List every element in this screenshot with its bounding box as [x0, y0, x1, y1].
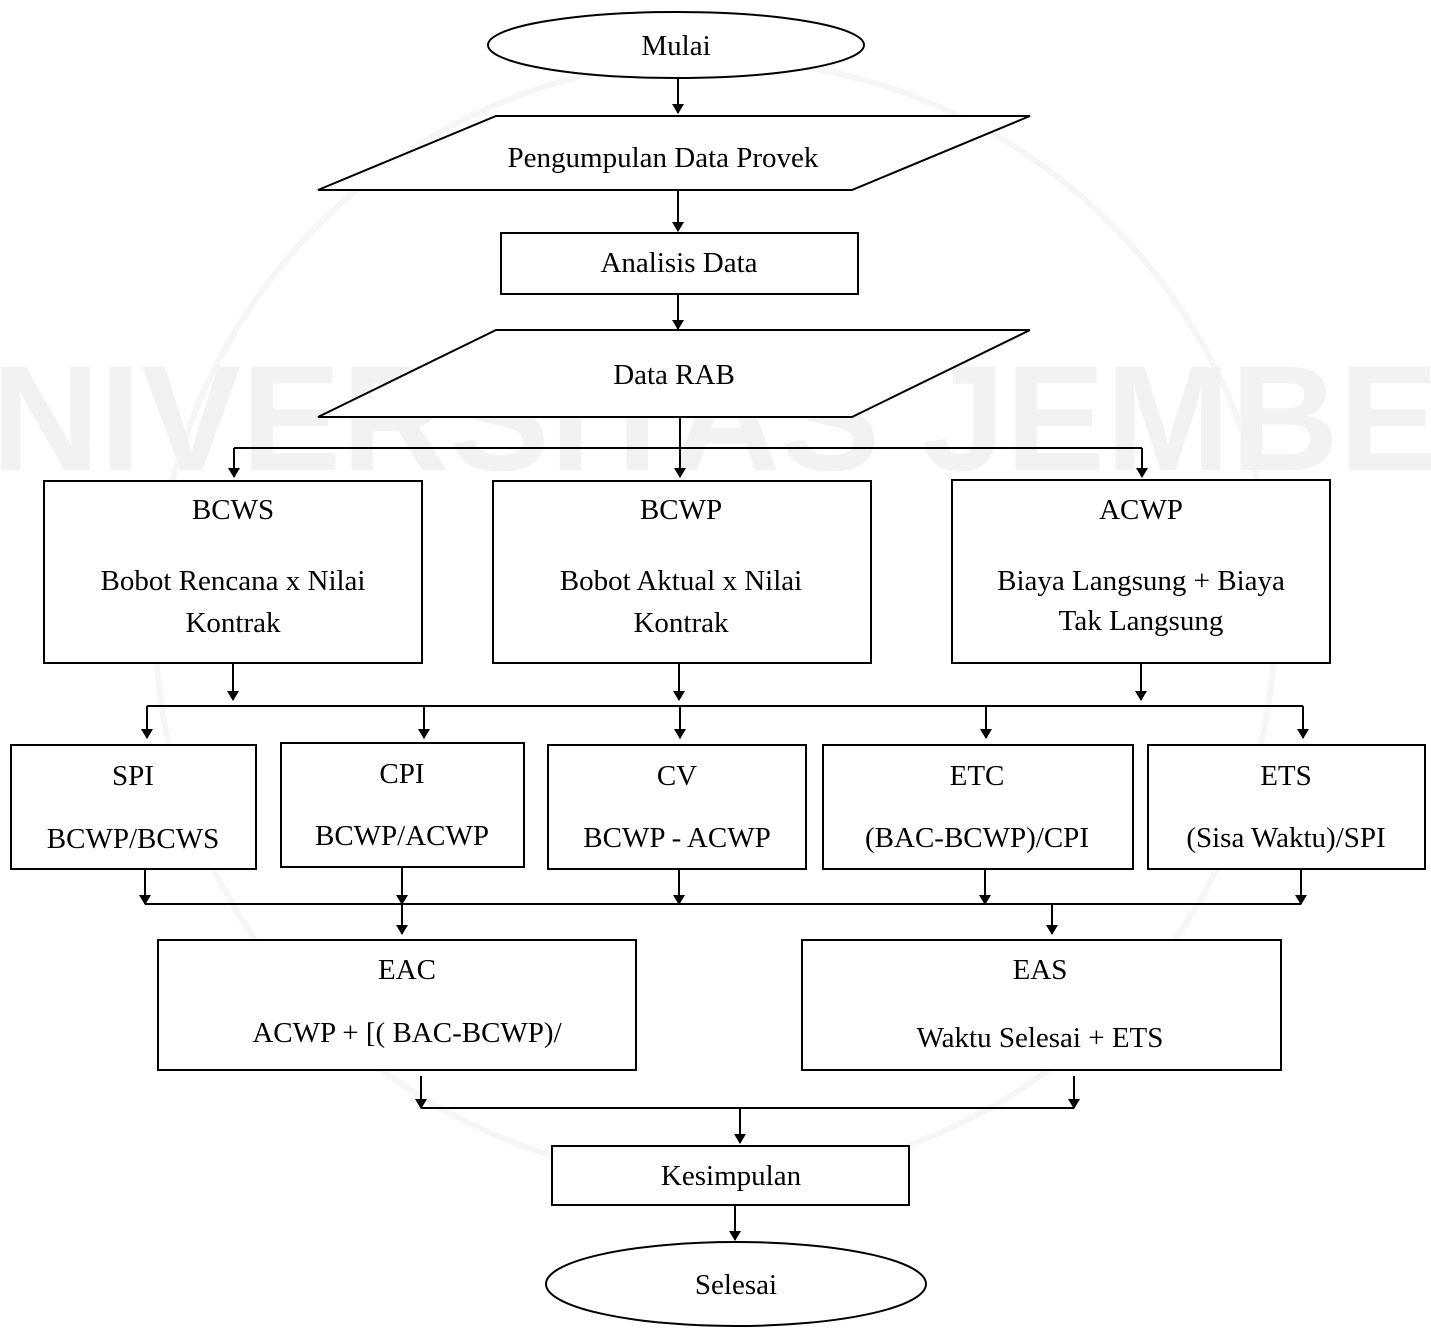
ets-node: ETS (Sisa Waktu)/SPI [1147, 744, 1426, 870]
bcwp-line2: Kontrak [633, 607, 729, 639]
acwp-node: ACWP Biaya Langsung + Biaya Tak Langsung [951, 479, 1331, 664]
etc-title: ETC [950, 760, 1005, 792]
collect-node: Pengumpulan Data Provek [317, 115, 1031, 191]
bcws-line2: Kontrak [185, 607, 281, 639]
spi-node: SPI BCWP/BCWS [10, 744, 257, 870]
eac-formula: ACWP + [( BAC-BCWP)/ [252, 1017, 562, 1049]
acwp-line2: Tak Langsung [1059, 605, 1224, 637]
eac-node: EAC ACWP + [( BAC-BCWP)/ [157, 939, 637, 1071]
merge-estimates-connectors [139, 867, 1307, 935]
start-node: Mulai [487, 11, 865, 79]
etc-node: ETC (BAC-BCWP)/CPI [822, 744, 1134, 870]
merge-conclusion-connectors [415, 1076, 1080, 1144]
rab-node: Data RAB [317, 329, 1031, 418]
acwp-title: ACWP [1099, 494, 1183, 526]
etc-formula: (BAC-BCWP)/CPI [865, 822, 1089, 854]
bcws-node: BCWS Bobot Rencana x Nilai Kontrak [43, 480, 423, 664]
cpi-title: CPI [379, 758, 424, 790]
analysis-node: Analisis Data [500, 232, 859, 295]
eas-node: EAS Waktu Selesai + ETS [801, 939, 1282, 1071]
bcws-line1: Bobot Rencana x Nilai [101, 565, 366, 597]
end-node: Selesai [545, 1241, 927, 1327]
conclusion-label: Kesimpulan [661, 1160, 802, 1192]
conclusion-node: Kesimpulan [551, 1145, 910, 1206]
collect-label: Pengumpulan Data Provek [508, 142, 819, 174]
eac-title: EAC [378, 954, 436, 986]
ets-title: ETS [1260, 760, 1312, 792]
acwp-line1: Biaya Langsung + Biaya [997, 565, 1285, 597]
analysis-label: Analisis Data [600, 247, 757, 279]
bcws-title: BCWS [192, 494, 274, 526]
cpi-formula: BCWP/ACWP [315, 820, 489, 852]
cv-formula: BCWP - ACWP [583, 822, 770, 854]
rab-label: Data RAB [613, 359, 735, 391]
spi-formula: BCWP/BCWS [47, 823, 219, 855]
end-label: Selesai [695, 1269, 777, 1301]
ets-formula: (Sisa Waktu)/SPI [1186, 822, 1385, 854]
cpi-node: CPI BCWP/ACWP [280, 742, 525, 868]
bcwp-title: BCWP [640, 494, 722, 526]
eas-title: EAS [1013, 954, 1068, 986]
cv-node: CV BCWP - ACWP [547, 744, 807, 870]
eas-formula: Waktu Selesai + ETS [917, 1022, 1164, 1054]
start-label: Mulai [641, 30, 710, 62]
bcwp-node: BCWP Bobot Aktual x Nilai Kontrak [492, 480, 872, 664]
bcwp-line1: Bobot Aktual x Nilai [560, 565, 802, 597]
spi-title: SPI [112, 760, 154, 792]
split-indicators-connectors [141, 663, 1309, 739]
split-rab-connectors [228, 417, 1148, 478]
cv-title: CV [657, 760, 697, 792]
